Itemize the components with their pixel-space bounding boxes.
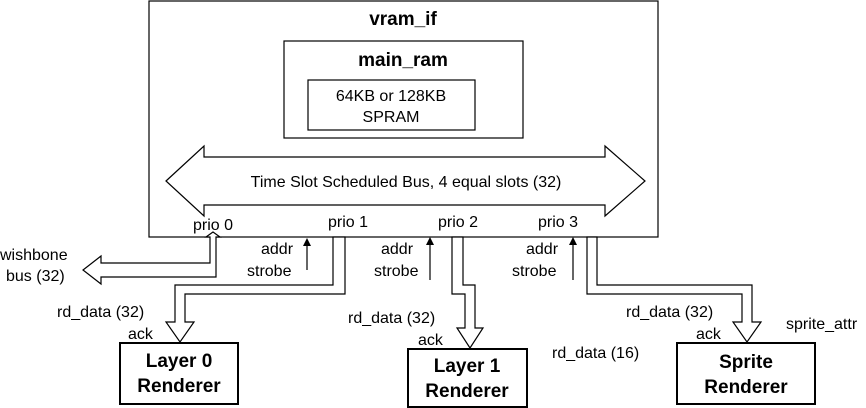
time-slot-bus-label: Time Slot Scheduled Bus, 4 equal slots (… [251,174,562,191]
prio2-port-label: prio 2 [438,214,478,231]
main-ram-title: main_ram [358,50,448,71]
sprite-renderer-subtitle: Renderer [704,377,788,398]
layer1-rd-data-label: rd_data (32) [348,310,435,327]
sprite-rd-data-label: rd_data (32) [626,304,713,321]
layer1-data-arrow [451,236,485,350]
sprite-renderer-block [676,342,816,405]
sprite-attr-label: sprite_attr [786,316,858,333]
layer1-renderer-subtitle: Renderer [425,381,509,402]
sprite-rd-data-16-label: rd_data (16) [552,345,639,362]
layer1-addr-label: addr [381,241,414,258]
layer0-ack-label: ack [128,326,154,343]
time-slot-bus-arrow [165,144,646,218]
layer0-renderer-title: Layer 0 [146,351,213,372]
layer0-strobe-label: strobe [247,263,292,280]
prio3-port-label: prio 3 [538,214,578,231]
wishbone-width-label: bus (32) [6,268,65,285]
spram-type-label: SPRAM [363,109,420,126]
spram-size-label: 64KB or 128KB [336,88,446,105]
sprite-ack-label: ack [696,326,722,343]
layer1-ack-label: ack [418,332,444,349]
wishbone-label: wishbone [0,247,68,264]
layer1-request-arrowhead [426,237,434,245]
layer1-strobe-label: strobe [374,263,419,280]
vram-if-title: vram_if [369,9,437,30]
sprite-strobe-label: strobe [512,263,557,280]
sprite-renderer-title: Sprite [719,352,773,373]
layer0-renderer-block [119,342,239,405]
sprite-request-arrowhead [569,237,577,245]
prio1-port-label: prio 1 [328,214,368,231]
layer0-request-arrowhead [303,238,311,246]
layer1-renderer-title: Layer 1 [434,356,501,377]
layer0-rd-data-label: rd_data (32) [57,304,144,321]
spram-block [307,79,476,131]
wishbone-bus-arrow [82,231,222,286]
sprite-addr-label: addr [526,241,559,258]
layer0-addr-label: addr [261,241,294,258]
sprite-data-arrow [586,236,763,344]
layer1-renderer-block [407,348,528,408]
layer0-renderer-subtitle: Renderer [137,376,221,397]
prio0-port-label: prio 0 [193,217,233,234]
layer0-data-arrow [164,236,346,344]
